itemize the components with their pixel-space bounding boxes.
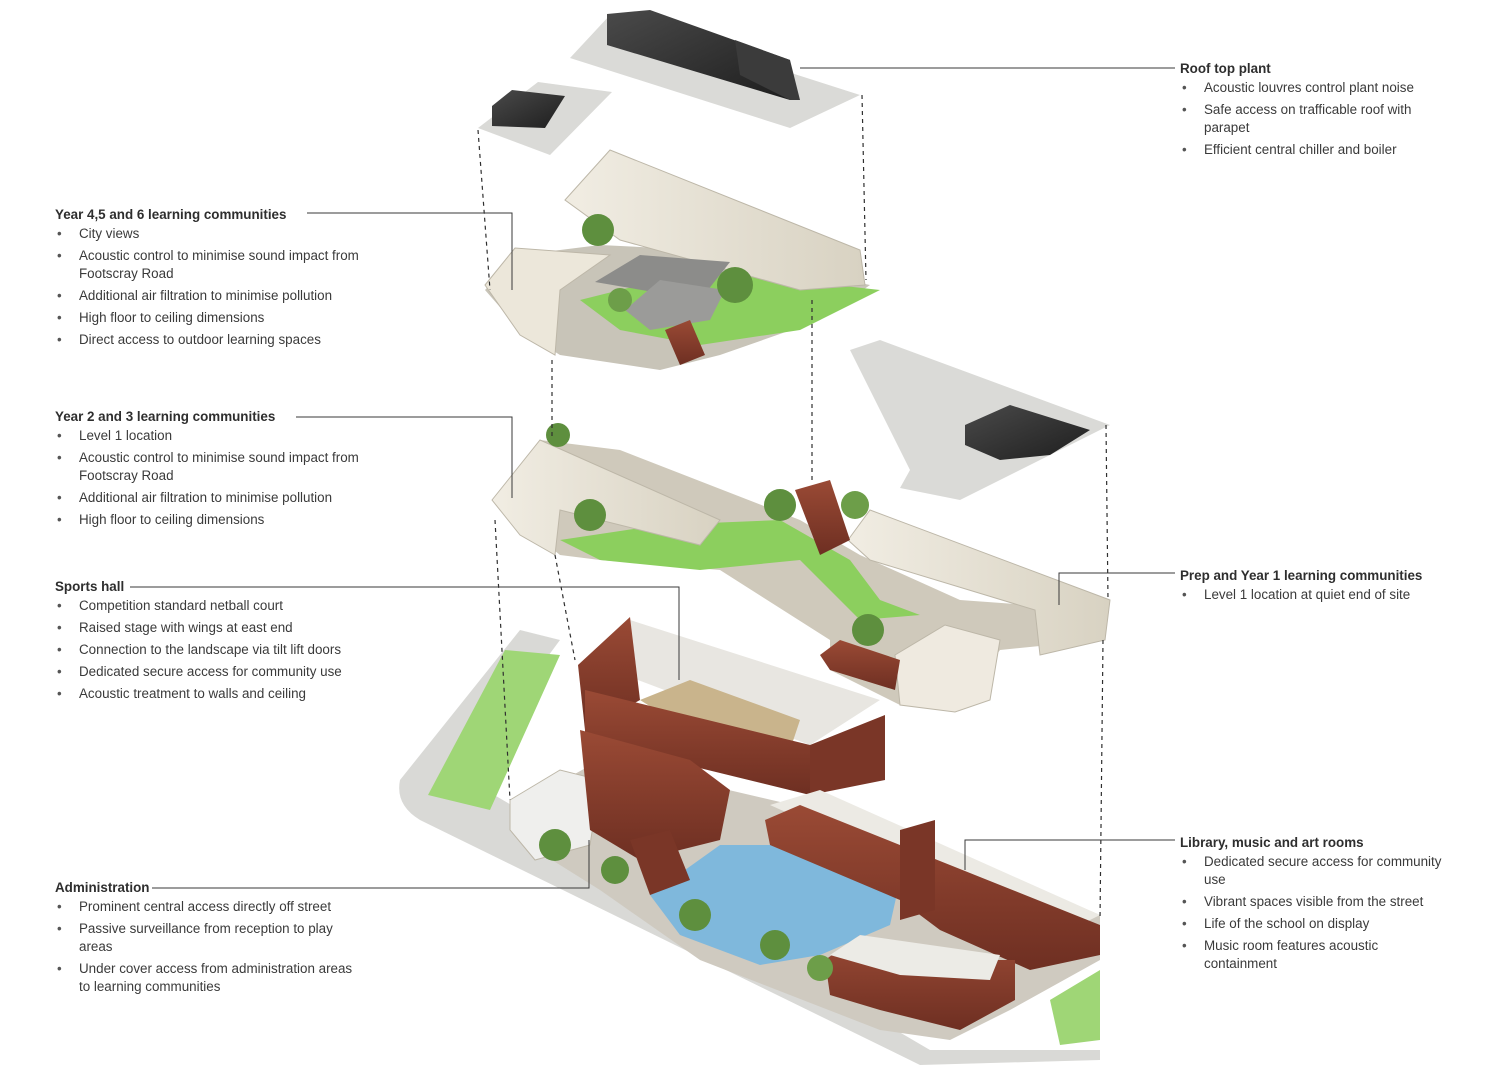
middle-wall-west <box>491 439 721 556</box>
library-tower <box>900 820 935 920</box>
upper-canopy-2 <box>625 280 725 330</box>
annotation-title: Library, music and art rooms <box>1180 835 1364 850</box>
sports-hall-wall-east <box>810 715 885 795</box>
annotation-library: Library, music and art rooms Dedicated s… <box>1180 834 1450 977</box>
annotation-item: Raised stage with wings at east end <box>55 619 395 637</box>
alignment-line <box>861 94 867 281</box>
annotation-item: High floor to ceiling dimensions <box>55 511 390 529</box>
roof-level <box>478 10 1110 500</box>
leader-year-23 <box>296 416 513 498</box>
annotation-item: Level 1 location at quiet end of site <box>1180 586 1480 604</box>
ground-lawn-west <box>428 650 560 810</box>
annotation-sports-hall: Sports hall Competition standard netball… <box>55 578 395 707</box>
plant-box-large <box>607 10 790 100</box>
art-room-roof <box>830 935 1000 980</box>
annotation-item: Direct access to outdoor learning spaces <box>55 331 390 349</box>
annotation-item: Connection to the landscape via tilt lif… <box>55 641 395 659</box>
annotation-year-456: Year 4,5 and 6 learning communities City… <box>55 206 390 353</box>
ground-level <box>399 617 1101 1065</box>
annotation-title: Year 2 and 3 learning communities <box>55 409 276 424</box>
leader-lines <box>130 67 1175 889</box>
annotation-item: Level 1 location <box>55 427 390 445</box>
tree <box>852 614 884 646</box>
upper-level <box>484 149 880 370</box>
middle-lawn <box>560 520 920 620</box>
prep-brick-base <box>820 640 900 690</box>
central-stair <box>630 830 690 895</box>
prep-wing-wall <box>894 624 1001 713</box>
annotation-item: Dedicated secure access for community us… <box>1180 853 1450 889</box>
annotation-title: Roof top plant <box>1180 61 1271 76</box>
tree <box>760 930 790 960</box>
leader-administration <box>152 840 590 889</box>
annotation-item: Acoustic control to minimise sound impac… <box>55 247 390 283</box>
annotation-item: Additional air filtration to minimise po… <box>55 287 390 305</box>
annotation-item: Competition standard netball court <box>55 597 395 615</box>
annotation-item: Music room features acoustic containment <box>1180 937 1450 973</box>
alignment-line <box>477 129 491 291</box>
annotation-item: Additional air filtration to minimise po… <box>55 489 390 507</box>
annotation-prep-year1: Prep and Year 1 learning communities Lev… <box>1180 567 1480 608</box>
ground-lawn-east <box>1050 970 1100 1045</box>
alignment-line <box>1099 639 1104 921</box>
alignment-line <box>1105 424 1109 601</box>
middle-stair <box>795 480 850 555</box>
plant-box-large-end <box>735 40 800 100</box>
annotation-title: Year 4,5 and 6 learning communities <box>55 207 287 222</box>
leader-prep-year1 <box>1058 572 1175 605</box>
sports-hall-court <box>640 680 800 750</box>
central-block <box>580 730 730 860</box>
annotation-item: Acoustic treatment to walls and ceiling <box>55 685 395 703</box>
middle-wall-east <box>847 509 1111 656</box>
annotation-title: Administration <box>55 880 150 895</box>
tree <box>546 423 570 447</box>
annotation-roof-top-plant: Roof top plant Acoustic louvres control … <box>1180 60 1460 163</box>
tree <box>679 899 711 931</box>
annotation-item: Passive surveillance from reception to p… <box>55 920 355 956</box>
upper-wall-left <box>484 247 612 356</box>
tree <box>764 489 796 521</box>
sports-hall-wall-south <box>585 690 810 795</box>
tree <box>717 267 753 303</box>
tree <box>608 288 632 312</box>
annotation-item: Acoustic control to minimise sound impac… <box>55 449 390 485</box>
leader-year-456 <box>307 212 513 290</box>
annotation-item: Efficient central chiller and boiler <box>1180 141 1460 159</box>
annotation-item: City views <box>55 225 390 243</box>
annotation-item: Safe access on trafficable roof with par… <box>1180 101 1460 137</box>
annotation-item: Vibrant spaces visible from the street <box>1180 893 1450 911</box>
tree <box>582 214 614 246</box>
tree <box>539 829 571 861</box>
leader-library <box>964 839 1175 870</box>
tree <box>807 955 833 981</box>
playground-pool <box>650 845 900 965</box>
annotation-title: Sports hall <box>55 579 125 594</box>
upper-wall <box>564 149 866 291</box>
annotation-title: Prep and Year 1 learning communities <box>1180 568 1423 583</box>
annotation-item: High floor to ceiling dimensions <box>55 309 390 327</box>
tree <box>601 856 629 884</box>
annotation-item: Life of the school on display <box>1180 915 1450 933</box>
annotation-item: Dedicated secure access for community us… <box>55 663 395 681</box>
admin-block <box>509 769 601 861</box>
annotation-item: Prominent central access directly off st… <box>55 898 355 916</box>
annotation-item: Acoustic louvres control plant noise <box>1180 79 1460 97</box>
alignment-line <box>554 554 576 661</box>
alignment-lines <box>477 94 1109 921</box>
sports-hall-roof-void <box>585 620 880 745</box>
annotation-administration: Administration Prominent central access … <box>55 879 355 1000</box>
annotation-year-23: Year 2 and 3 learning communities Level … <box>55 408 390 533</box>
alignment-line <box>494 519 511 801</box>
annotation-item: Under cover access from administration a… <box>55 960 355 996</box>
upper-stair <box>665 320 705 365</box>
plant-box-right <box>965 405 1090 460</box>
middle-level <box>491 423 1111 713</box>
tree <box>841 491 869 519</box>
leader-sports-hall <box>130 586 680 680</box>
tree <box>574 499 606 531</box>
plant-box-small <box>492 90 565 128</box>
